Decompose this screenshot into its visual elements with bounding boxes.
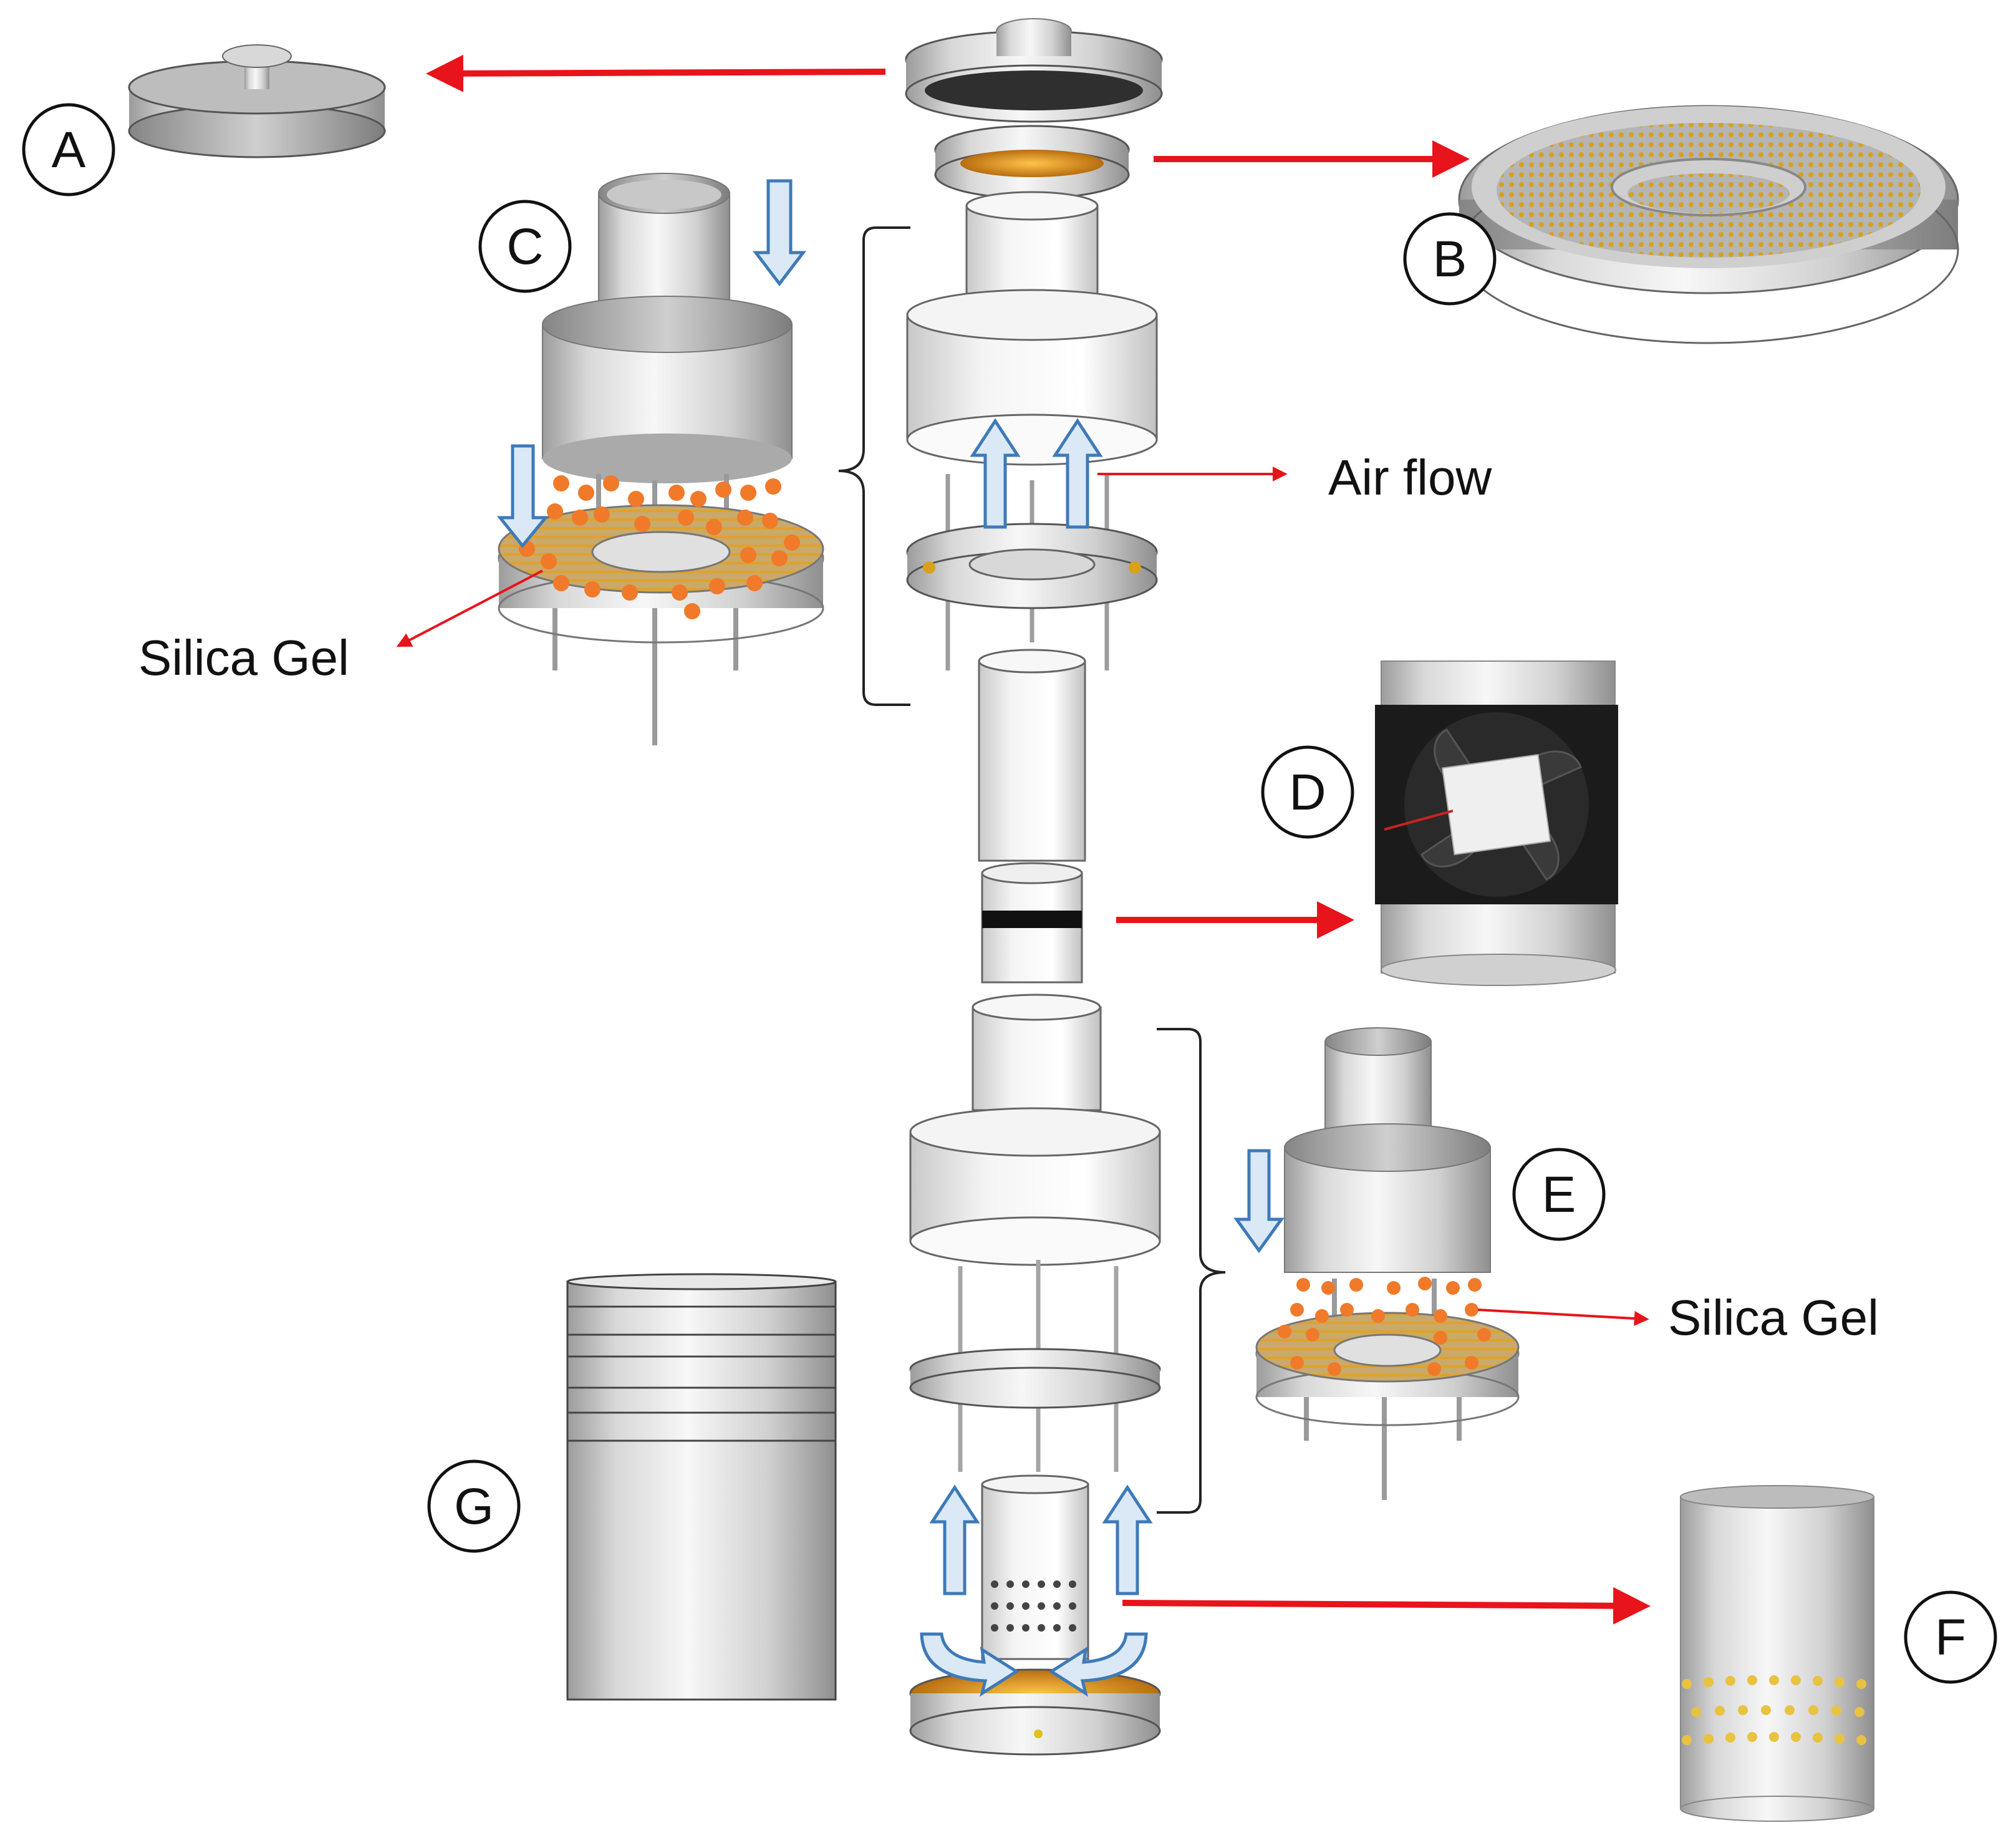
bracket-e [1157, 1028, 1226, 1514]
lower-wide-cylinder [909, 1107, 1161, 1266]
component-d-fan [1375, 660, 1618, 986]
component-b-mesh-tray [1458, 105, 1959, 344]
upper-wide-cylinder [906, 289, 1158, 466]
component-e-silica-chamber [1255, 1027, 1520, 1500]
label-e: E [1512, 1148, 1606, 1241]
lower-neck-cylinder [972, 994, 1102, 1111]
label-e-text: E [1542, 1166, 1576, 1223]
silica-gel-label-c: Silica Gel [138, 630, 349, 685]
base-heater-plate [909, 1668, 1161, 1756]
central-assembly [905, 18, 1163, 1756]
label-a: A [22, 103, 115, 196]
flow-arrow-up-1 [970, 418, 1021, 529]
callout-arrows [426, 54, 1651, 1625]
upper-flange-plate [906, 523, 1158, 609]
flow-arrow-curve-left [920, 1632, 1020, 1697]
callout-arrow-silica-e [1477, 1309, 1649, 1326]
thin-callout-arrows [396, 467, 1649, 1326]
perforated-heater-cup [981, 1474, 1089, 1660]
air-flow-label: Air flow [1328, 450, 1492, 505]
label-f-text: F [1935, 1609, 1966, 1666]
callout-arrow-a [426, 54, 886, 92]
component-f-perforated-sleeve [1680, 1485, 1874, 1822]
label-c: C [478, 200, 572, 293]
silica-gel-beads-c [519, 475, 800, 619]
flow-arrow-up-2 [1052, 418, 1103, 529]
flow-arrow-e [1233, 1149, 1285, 1254]
label-a-text: A [52, 122, 86, 178]
component-a-lid [128, 44, 386, 158]
component-g-outer-housing [566, 1273, 837, 1701]
flow-arrow-c-top [752, 179, 807, 287]
bracket-c [838, 226, 910, 706]
flow-arrow-bottom-left [929, 1484, 980, 1595]
heater-mesh-disk [934, 125, 1130, 200]
silica-gel-beads-e [1278, 1277, 1491, 1376]
lid-top [905, 18, 1163, 123]
flow-arrow-curve-right [1048, 1632, 1148, 1697]
flow-arrow-bottom-right [1102, 1484, 1153, 1595]
flow-arrow-c-left [496, 444, 549, 548]
callout-arrow-f [1122, 1587, 1651, 1625]
callout-arrow-silica-c [396, 569, 543, 647]
silica-gel-label-e: Silica Gel [1668, 1290, 1879, 1345]
label-g-text: G [454, 1478, 494, 1535]
fan-housing-cylinder [978, 649, 1086, 984]
letter-labels: A B C D E F G [22, 103, 1997, 1684]
component-c-silica-chamber [498, 173, 824, 745]
lower-flange-plate [909, 1348, 1161, 1409]
label-d: D [1261, 745, 1354, 839]
label-b: B [1403, 212, 1497, 306]
label-d-text: D [1289, 764, 1326, 821]
label-g: G [427, 1459, 521, 1553]
label-b-text: B [1433, 231, 1467, 288]
label-c-text: C [506, 218, 543, 275]
flow-arrows [496, 179, 1285, 1697]
label-f: F [1904, 1590, 1997, 1684]
